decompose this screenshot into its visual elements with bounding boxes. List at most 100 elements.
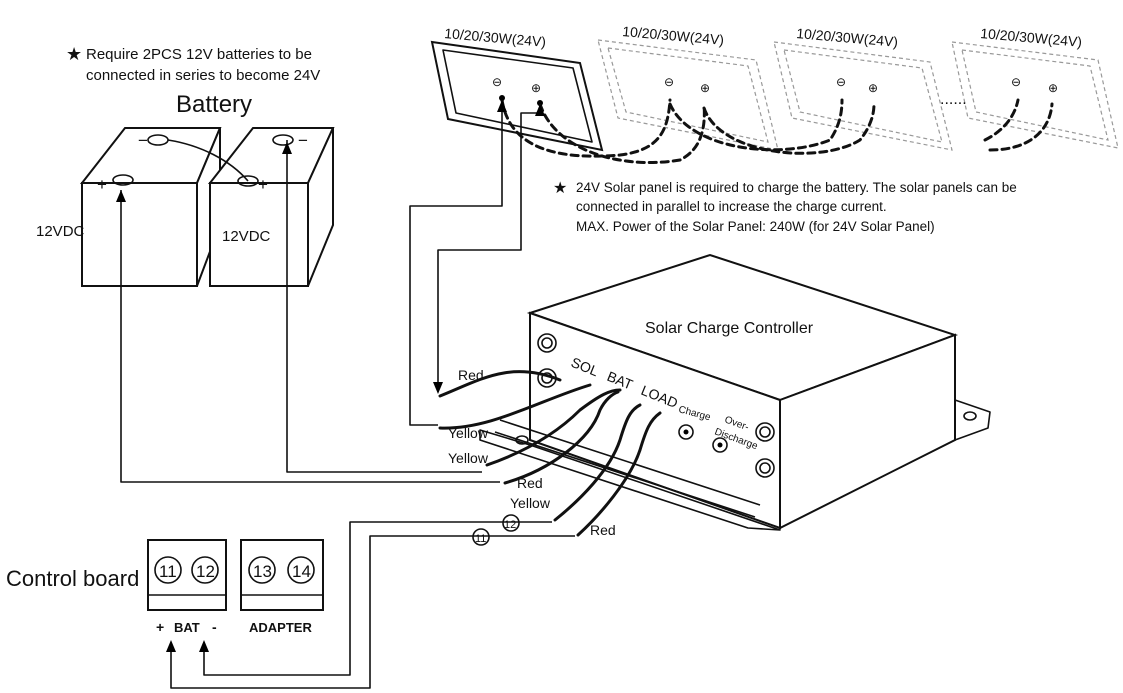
parallel-wire-pos-3 (988, 102, 1054, 152)
battery1-pos-sign: + (97, 175, 107, 194)
panel4-pos: ⊕ (1048, 81, 1058, 95)
panel1-pos-dot (537, 100, 543, 106)
arrow-up-icon (282, 142, 292, 154)
panel-ellipsis: ...... (940, 91, 967, 108)
mounting-flange-left (479, 429, 781, 531)
wire-label-red-sol: Red (458, 367, 484, 383)
svg-text:14: 14 (292, 562, 311, 581)
wire-label-yellow-bat: Yellow (448, 450, 489, 466)
solar-note-line3: MAX. Power of the Solar Panel: 240W (for… (576, 219, 935, 234)
control-board-title: Control board (6, 566, 139, 591)
screw-icon (755, 422, 775, 442)
solar-wire-neg (409, 100, 503, 426)
battery2-label: 12VDC (222, 228, 271, 245)
battery-cell-1: − + 12VDC (36, 127, 222, 287)
parallel-wire-pos-1 (538, 102, 706, 164)
solar-note-line2: connected in parallel to increase the ch… (576, 199, 887, 214)
solar-wire-pos (437, 104, 541, 390)
parallel-wire-neg-3 (983, 98, 1020, 142)
battery-wire-neg (286, 140, 482, 473)
wire-label-red-load: Red (590, 522, 616, 538)
bat-wire-yellow (485, 388, 622, 467)
solar-note-line1: 24V Solar panel is required to charge th… (576, 180, 1017, 195)
series-link-wire (167, 139, 249, 182)
wire-label-yellow-sol: Yellow (448, 425, 489, 441)
solar-note-star: ★ (553, 180, 567, 197)
panel1-pos: ⊕ (531, 81, 541, 95)
bat-wire-red (503, 390, 620, 485)
wire-tag-11: 11 (472, 528, 490, 546)
arrow-down-icon (433, 382, 443, 394)
battery2-pos-sign: + (258, 175, 268, 194)
panel1-neg-dot (499, 95, 505, 101)
sol-wire-red (438, 370, 562, 398)
panel3-neg: ⊖ (836, 75, 846, 89)
panel4-label: 10/20/30W(24V) (980, 25, 1083, 50)
parallel-wire-neg-1 (500, 98, 672, 158)
battery-cell-2: − + 12VDC (207, 127, 335, 287)
battery-wire-pos (120, 190, 500, 483)
parallel-wire-pos-2 (702, 102, 876, 155)
arrow-up-icon (166, 640, 176, 652)
battery1-label: 12VDC (36, 223, 85, 240)
terminal-11: 11 (154, 556, 182, 584)
arrow-up-icon (116, 190, 126, 202)
svg-text:12: 12 (196, 562, 215, 581)
load-wire-red (576, 411, 662, 537)
battery-title: Battery (176, 91, 252, 118)
panel2-label: 10/20/30W(24V) (622, 23, 725, 48)
svg-text:11: 11 (159, 562, 177, 581)
panel2-neg: ⊖ (664, 75, 674, 89)
battery2-pos-terminal (237, 175, 259, 187)
board-wire-11 (170, 535, 575, 689)
battery1-neg-sign: − (138, 131, 148, 150)
screw-icon (537, 333, 557, 353)
charge-led-icon (678, 424, 694, 440)
panel2-pos: ⊕ (700, 81, 710, 95)
mount-hole-right (963, 411, 977, 421)
solar-panel-2: 10/20/30W(24V) ⊖ ⊕ (597, 23, 779, 151)
svg-text:11: 11 (475, 533, 486, 545)
battery-section: ★ Require 2PCS 12V batteries to be conne… (36, 44, 335, 287)
battery2-neg-terminal (272, 134, 294, 146)
terminal-14: 14 (287, 556, 315, 584)
panel3-label: 10/20/30W(24V) (796, 25, 899, 50)
control-board: Control board 11 12 13 14 + BAT - ADAPTE… (6, 539, 324, 635)
wiring: Red Yellow Yellow Red Yellow Red 12 11 (116, 100, 662, 689)
svg-text:12: 12 (504, 519, 516, 531)
panel3-pos: ⊕ (868, 81, 878, 95)
bat-terminal-block (147, 539, 227, 611)
load-wire-yellow (553, 403, 642, 522)
panel1-neg: ⊖ (492, 75, 502, 89)
arrow-up-icon (497, 100, 507, 112)
terminal-13: 13 (248, 556, 276, 584)
solar-panel-3: 10/20/30W(24V) ⊖ ⊕ (773, 25, 953, 151)
solar-panels: 10/20/30W(24V) ⊖ ⊕ 10/20/30W(24V) ⊖ ⊕ 10… (430, 23, 1119, 234)
battery2-neg-sign: − (298, 131, 308, 150)
battery1-pos-terminal (112, 174, 134, 186)
wire-label-red-bat: Red (517, 475, 543, 491)
mounting-flange-right (954, 399, 991, 441)
solar-panel-4: 10/20/30W(24V) ⊖ ⊕ (951, 25, 1119, 149)
bat-plus-label: + (156, 619, 164, 635)
bat-label: BAT (174, 620, 200, 635)
rail-line-1 (499, 419, 761, 506)
board-wire-12 (203, 521, 552, 676)
battery-note-star: ★ (66, 44, 82, 64)
rail-line-2 (494, 431, 756, 518)
over-discharge-led-icon (712, 437, 728, 453)
solar-panel-1: 10/20/30W(24V) ⊖ ⊕ (430, 25, 604, 152)
wire-label-yellow-load: Yellow (510, 495, 551, 511)
adapter-terminal-block (240, 539, 324, 611)
wire-tag-12: 12 (502, 514, 520, 532)
battery-note-line2: connected in series to become 24V (86, 67, 320, 84)
battery-note-line1: Require 2PCS 12V batteries to be (86, 46, 312, 63)
svg-text:13: 13 (253, 562, 272, 581)
arrow-up-icon (535, 104, 545, 116)
mount-hole-left (515, 435, 529, 445)
bat-minus-label: - (212, 619, 217, 635)
adapter-label: ADAPTER (249, 620, 312, 635)
screw-icon (755, 458, 775, 478)
terminal-12: 12 (191, 556, 219, 584)
